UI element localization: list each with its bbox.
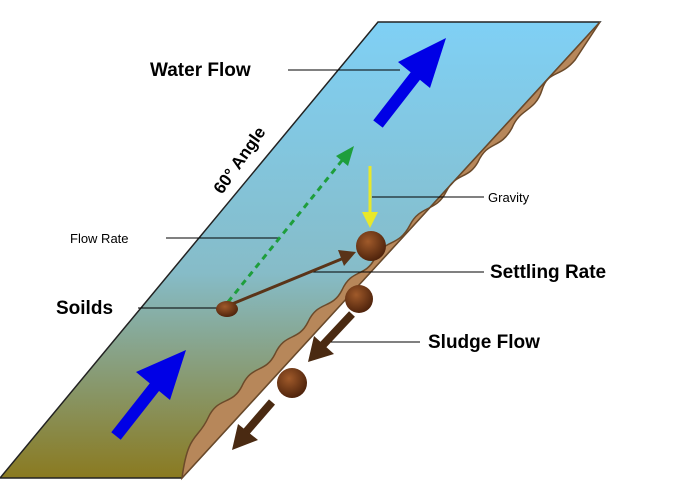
flow-rate-arrow	[226, 146, 354, 303]
flow-rate-label: Flow Rate	[70, 231, 129, 246]
settling-rate-label: Settling Rate	[490, 262, 606, 283]
soilds-label: Soilds	[56, 298, 113, 319]
sludge-flow-arrow-lower	[232, 399, 276, 450]
settled-particle-2	[345, 285, 373, 313]
settled-particle-3	[277, 368, 307, 398]
settling-rate-arrow	[231, 250, 356, 306]
gravity-label: Gravity	[488, 190, 530, 205]
solid-particle	[216, 301, 238, 317]
water-flow-label: Water Flow	[150, 60, 251, 81]
water-flow-arrow-top	[373, 38, 446, 128]
gravity-arrow	[362, 166, 378, 228]
water-channel	[0, 21, 602, 479]
settled-particle-1	[356, 231, 386, 261]
sludge-flow-label: Sludge Flow	[428, 332, 540, 353]
sludge-flow-arrow-upper	[308, 311, 355, 362]
water-flow-arrow-bottom	[111, 350, 186, 440]
